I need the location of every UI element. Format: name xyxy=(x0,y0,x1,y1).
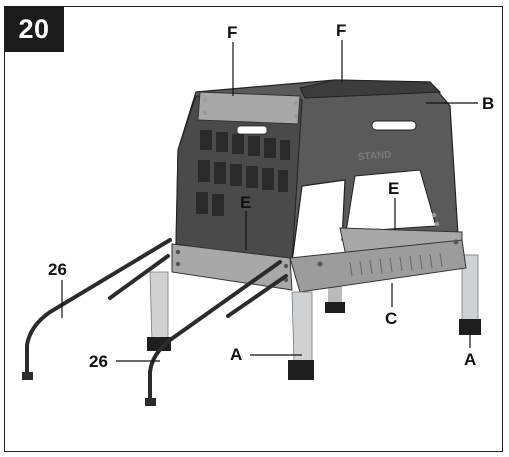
label-B: B xyxy=(482,94,495,113)
label-F-left: F xyxy=(227,23,238,42)
embossed-stand-text: STAND xyxy=(357,150,391,163)
label-26-left: 26 xyxy=(48,260,67,279)
label-F-right: F xyxy=(336,21,347,40)
outrigger-legs xyxy=(25,238,288,400)
figure-number-badge: 20 xyxy=(4,6,64,52)
label-E-right: E xyxy=(388,179,400,198)
label-26-bottom: 26 xyxy=(89,352,108,371)
callout-lines xyxy=(61,40,478,362)
outrigger-feet xyxy=(22,372,156,406)
figure-frame xyxy=(4,6,503,452)
label-E-left: E xyxy=(240,193,252,212)
back-legs xyxy=(325,254,481,335)
label-C: C xyxy=(385,309,398,328)
stand-body: STAND xyxy=(175,79,459,263)
label-A-back: A xyxy=(464,350,477,369)
label-A-front: A xyxy=(230,345,243,364)
lower-rails xyxy=(171,227,467,293)
